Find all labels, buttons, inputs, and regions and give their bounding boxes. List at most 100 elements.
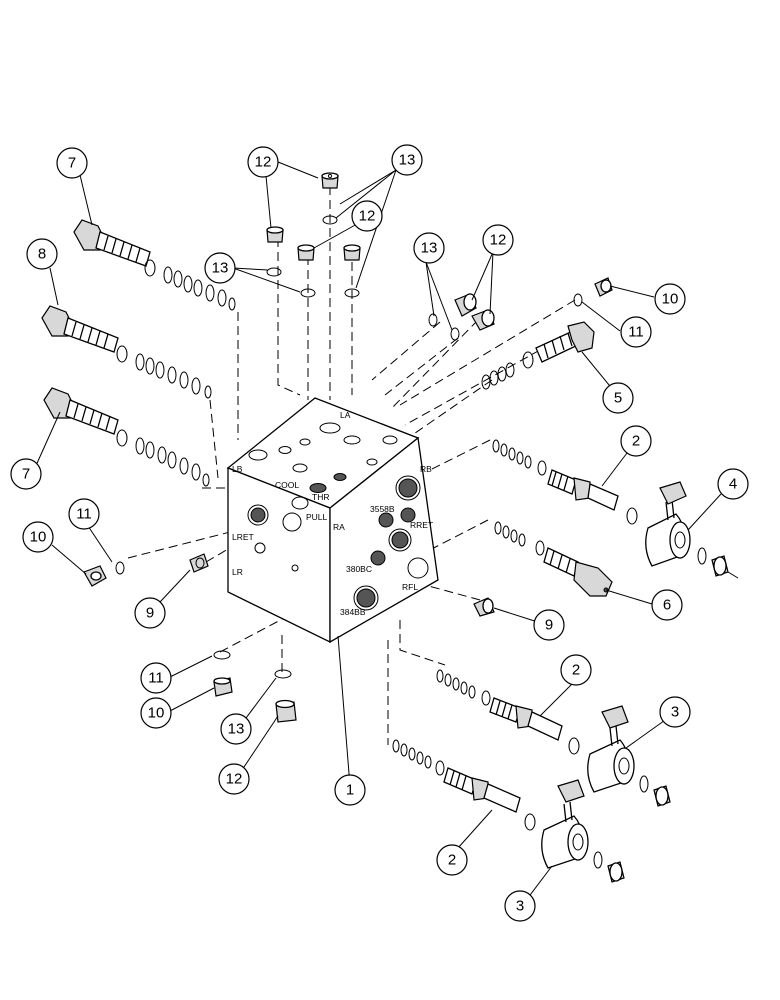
plug-top-mid [297,244,315,261]
callout-12-top-center: 12 [247,146,279,178]
svg-text:12: 12 [226,771,243,788]
port-label: 380BC [346,564,372,574]
plug-left-small [189,553,209,573]
svg-text:10: 10 [148,705,165,722]
plug-bottom-center [275,699,297,723]
callout-13-top: 13 [391,144,423,176]
port-label: RB [420,464,432,474]
svg-text:12: 12 [490,232,507,249]
callout-10-left: 10 [22,521,54,553]
svg-text:9: 9 [146,605,154,622]
callout-2-lower: 2 [436,844,468,876]
callout-13-left: 13 [204,252,236,284]
callout-5: 5 [602,382,634,414]
o-ring-top-right [344,288,360,298]
plug-bottom-left [213,677,233,697]
callout-12-bottom: 12 [218,763,250,795]
manifold-block: LA LB COOL THR PULL LRET LR RB 3558B RA … [226,397,439,644]
port-label: RRET [410,520,433,530]
plug-top-left [266,226,284,243]
callout-2-upper: 2 [620,425,652,457]
assembly-lines [127,186,576,745]
port-label: THR [312,492,329,502]
callout-11-right: 11 [620,316,652,348]
callout-11-bottom: 11 [140,662,172,694]
svg-text:2: 2 [448,852,456,869]
callout-6: 6 [651,589,683,621]
cartridge-valve-lower-left [43,387,210,487]
svg-text:7: 7 [68,155,76,172]
svg-text:10: 10 [30,529,47,546]
callout-3-lower: 3 [504,890,536,922]
callout-12-upper-right: 12 [482,224,514,256]
svg-text:11: 11 [628,324,644,341]
check-valve-right [494,521,613,597]
solenoid-coil-upper [645,481,739,579]
leader-lines [33,161,722,908]
port-label: RFL [402,582,418,592]
port-label: 384BB [340,607,366,617]
callout-9-right: 9 [533,609,565,641]
callout-7-top: 7 [56,147,88,179]
svg-text:8: 8 [38,246,46,263]
port-label: PULL [306,512,328,522]
svg-text:12: 12 [255,154,272,171]
port-label: COOL [275,480,299,490]
port-label: LA [340,410,351,420]
svg-text:4: 4 [729,476,737,493]
svg-text:7: 7 [22,466,30,483]
svg-text:12: 12 [359,208,376,225]
svg-text:11: 11 [148,670,164,687]
plug-bottom-right [473,597,495,617]
solenoid-coil-middle [587,705,671,807]
plug-top-right [343,244,361,261]
callout-13-bottom: 13 [220,713,252,745]
svg-text:13: 13 [399,152,416,169]
port-label: LR [232,567,243,577]
svg-text:2: 2 [632,433,640,450]
o-ring-left [115,561,125,575]
cartridge-valve-upper-left [73,219,236,311]
port-label: LB [232,464,243,474]
svg-text:1: 1 [346,782,354,799]
solenoid-cartridge-lower [392,739,536,831]
plug-left [83,565,107,587]
callout-2-middle: 2 [560,654,592,686]
o-ring-bottom-center [274,669,292,679]
callout-8: 8 [26,238,58,270]
relief-valve-right [481,321,595,390]
callout-11-left: 11 [68,498,100,530]
callout-13-upper-right: 13 [413,232,445,264]
o-ring-top [322,215,338,225]
o-ring-top-mid [300,288,316,298]
callout-1: 1 [334,774,366,806]
plugs-upper-right [428,277,613,341]
svg-text:5: 5 [614,390,622,407]
svg-text:2: 2 [572,662,580,679]
callout-9-left: 9 [134,597,166,629]
callout-10-bottom: 10 [140,697,172,729]
solenoid-cartridge-upper [492,439,638,525]
svg-text:9: 9 [545,617,553,634]
svg-text:11: 11 [76,506,92,523]
plug-top-center [321,172,339,189]
svg-text:10: 10 [662,291,679,308]
cartridge-valve-middle-left [41,305,212,399]
callout-7-bottom: 7 [10,458,42,490]
o-ring-top-left [266,267,282,277]
solenoid-coil-lower [541,779,625,883]
solenoid-cartridge-middle [436,669,580,755]
svg-text:6: 6 [663,597,671,614]
callout-4: 4 [717,468,749,500]
callout-12-top-mid: 12 [351,200,383,232]
callout-10-right: 10 [654,283,686,315]
port-label: RA [333,522,345,532]
svg-text:13: 13 [228,721,245,738]
port-label: LRET [232,532,254,542]
callout-3-middle: 3 [659,696,691,728]
svg-text:3: 3 [671,704,679,721]
port-label: 3558B [370,504,395,514]
o-ring-bottom-left [213,650,231,660]
svg-text:13: 13 [421,240,438,257]
